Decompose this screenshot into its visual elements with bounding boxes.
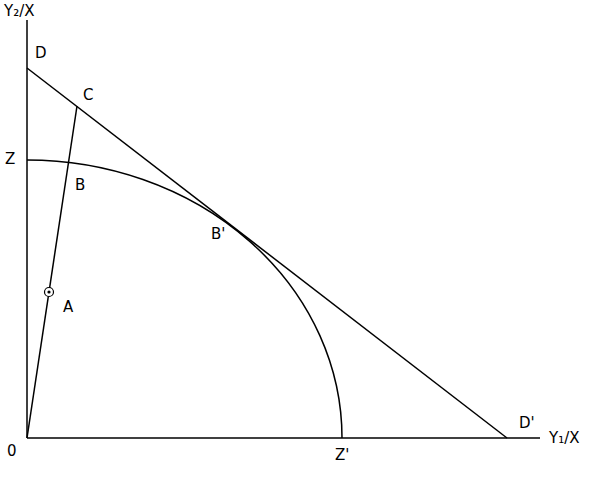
point-label: B' (210, 225, 226, 243)
axis-label: Y₂/X (3, 2, 36, 20)
point-label: C (82, 86, 94, 104)
ray-from-origin (27, 106, 77, 438)
point-label: Z (4, 150, 16, 168)
frontier-curve (27, 160, 342, 438)
point-dot (47, 290, 50, 293)
point-label: D' (518, 414, 536, 432)
point-marker (45, 288, 54, 297)
y-axis (26, 18, 28, 438)
price-line (27, 68, 507, 438)
axis-label: Y₁/X (548, 429, 581, 447)
point-label: B (74, 176, 86, 194)
point-label: A (62, 298, 74, 316)
origin-label: 0 (6, 442, 18, 460)
x-axis (27, 437, 540, 439)
point-label: D (34, 44, 48, 62)
point-label: Z' (334, 446, 350, 464)
